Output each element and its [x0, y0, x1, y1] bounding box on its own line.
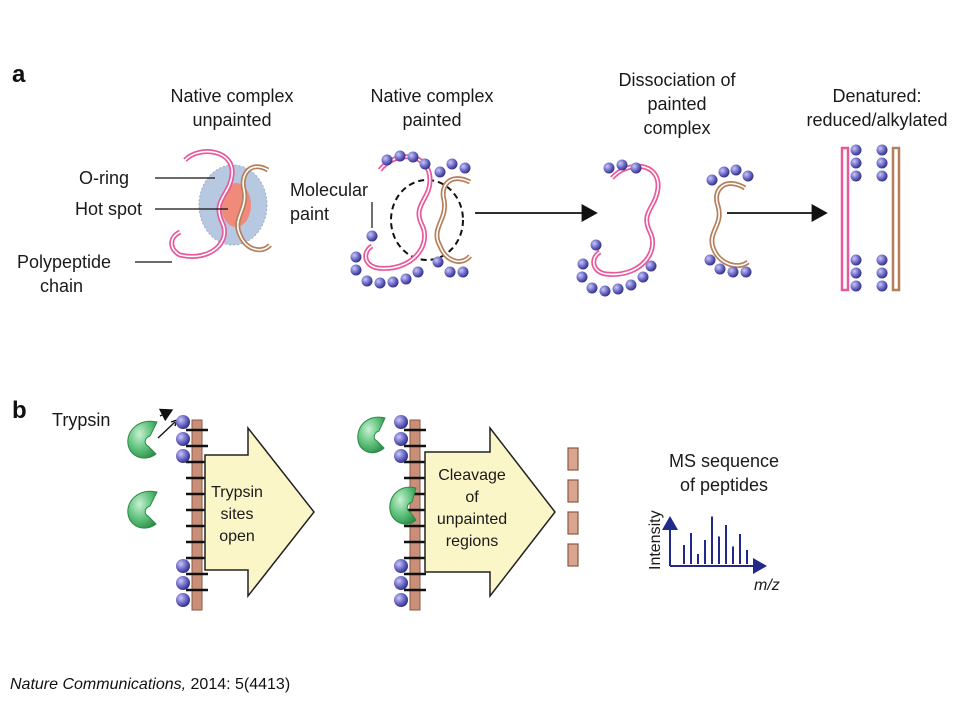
svg-text:complex: complex — [643, 118, 710, 138]
svg-text:Molecular: Molecular — [290, 180, 368, 200]
trypsin-label: Trypsin — [52, 408, 179, 439]
svg-text:painted: painted — [402, 110, 461, 130]
svg-text:unpainted: unpainted — [437, 511, 507, 528]
callout-paint: Molecular paint — [290, 180, 373, 228]
svg-text:Hot spot: Hot spot — [75, 199, 142, 219]
protein-strand-intact — [176, 415, 208, 611]
svg-text:of: of — [465, 489, 479, 506]
protein-strand-cleaving — [394, 415, 426, 611]
citation: Nature Communications, 2014: 5(4413) — [10, 676, 290, 694]
stage-dissociation-header: Dissociation of painted complex — [618, 70, 736, 138]
svg-text:Denatured:: Denatured: — [832, 86, 921, 106]
svg-text:of peptides: of peptides — [680, 475, 768, 495]
journal-name: Nature Communications, — [10, 676, 187, 693]
citation-details: 2014: 5(4413) — [186, 676, 291, 693]
stage-denatured-header: Denatured: reduced/alkylated — [806, 86, 947, 130]
svg-text:Polypeptide: Polypeptide — [17, 252, 111, 272]
trypsin-enzyme-2 — [127, 490, 158, 529]
svg-text:unpainted: unpainted — [192, 110, 271, 130]
svg-text:painted: painted — [647, 94, 706, 114]
callout-hotspot: Hot spot — [75, 199, 228, 219]
svg-text:Dissociation of: Dissociation of — [618, 70, 736, 90]
stage-unpainted-header: Native complex unpainted — [170, 86, 293, 130]
svg-text:open: open — [219, 528, 255, 545]
dissociated-tan-chain — [704, 164, 754, 278]
svg-text:O-ring: O-ring — [79, 168, 129, 188]
ms-title: MS sequence of peptides — [669, 451, 779, 495]
denatured-pink-chain — [840, 144, 862, 292]
unpainted-complex — [169, 149, 272, 259]
svg-text:Trypsin: Trypsin — [211, 484, 263, 501]
peptide-fragments — [567, 447, 579, 567]
spectrum-axes — [662, 516, 767, 574]
trypsin-enzyme-bound — [389, 486, 417, 525]
svg-text:chain: chain — [40, 276, 83, 296]
panel-a-letter: a — [12, 61, 26, 88]
stage-painted-header: Native complex painted — [370, 86, 493, 130]
denatured-tan-chain — [876, 144, 901, 292]
trypsin-enzyme-1 — [127, 420, 158, 459]
arrow-cleavage: Cleavage of unpainted regions — [424, 425, 556, 599]
svg-text:reduced/alkylated: reduced/alkylated — [806, 110, 947, 130]
svg-text:sites: sites — [221, 506, 254, 523]
x-axis-label: m/z — [754, 577, 780, 594]
y-axis-label: Intensity — [647, 510, 664, 570]
panel-b-letter: b — [12, 397, 27, 424]
dissociated-pink-chain — [576, 159, 661, 297]
svg-text:Cleavage: Cleavage — [438, 467, 506, 484]
svg-text:Native complex: Native complex — [370, 86, 493, 106]
svg-text:regions: regions — [446, 533, 498, 550]
painted-complex — [350, 150, 472, 289]
trypsin-enzyme-3 — [357, 416, 386, 454]
callout-polypeptide: Polypeptide chain — [17, 252, 172, 296]
interface-dashed-circle — [390, 179, 464, 261]
svg-text:MS sequence: MS sequence — [669, 451, 779, 471]
svg-text:Native complex: Native complex — [170, 86, 293, 106]
paint-beads — [350, 150, 471, 289]
arrow-trypsin-sites-open: Trypsin sites open — [204, 425, 315, 599]
callout-oring: O-ring — [79, 168, 215, 188]
svg-text:Trypsin: Trypsin — [52, 410, 110, 430]
spectrum-peaks — [683, 516, 748, 564]
svg-text:paint: paint — [290, 204, 329, 224]
